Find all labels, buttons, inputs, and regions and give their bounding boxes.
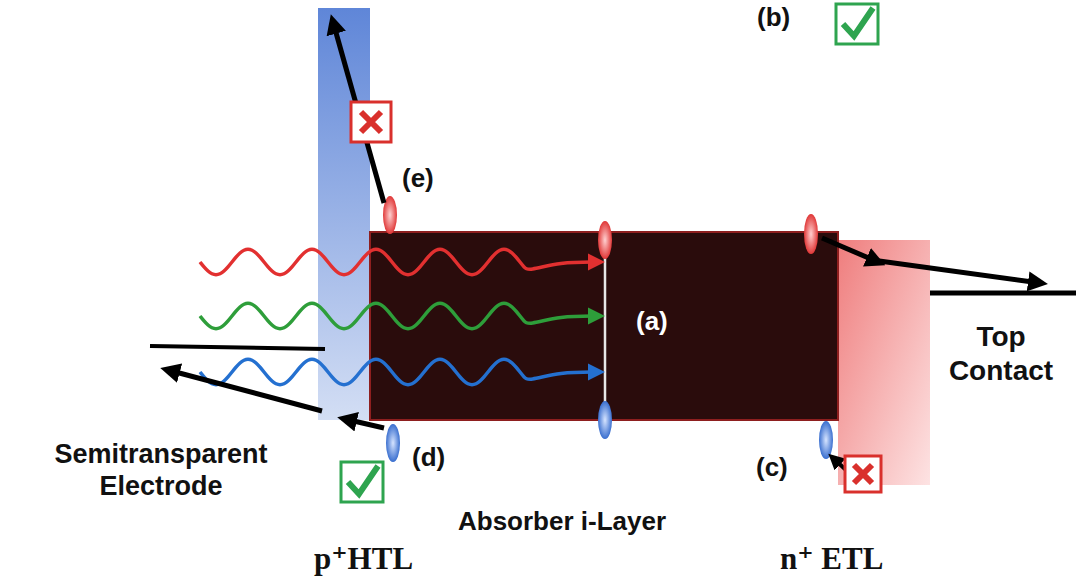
contact-line <box>930 291 1076 296</box>
check-mark <box>341 462 383 502</box>
cross-symbol <box>854 465 872 483</box>
callout-letter: (c) <box>756 452 788 483</box>
path-arrow <box>872 260 1040 283</box>
check-mark <box>836 4 878 44</box>
cross-mark <box>845 456 881 492</box>
callout-letter: (a) <box>636 306 668 337</box>
electrode-label: Semitransparent Electrode <box>6 438 316 503</box>
check-box <box>341 462 383 502</box>
hole <box>598 401 612 439</box>
etl-layer <box>838 240 930 485</box>
layer-label: n⁺ ETL <box>780 540 883 577</box>
path-arrow <box>168 370 322 411</box>
check-symbol <box>843 8 873 36</box>
cross-symbol <box>361 112 381 132</box>
layer-label: Absorber i-Layer <box>458 506 666 537</box>
cross-box <box>351 102 391 142</box>
layer-label: p⁺HTL <box>314 540 413 577</box>
cross-box <box>845 456 881 492</box>
light-wave <box>200 303 598 328</box>
hole <box>386 424 400 462</box>
path-arrow <box>822 238 878 262</box>
electron <box>598 221 612 259</box>
contact-label: Top Contact <box>930 320 1072 387</box>
path-arrow <box>345 419 384 428</box>
transition-line <box>604 242 607 418</box>
callout-letter: (d) <box>412 442 445 473</box>
electron <box>804 214 818 254</box>
hole <box>819 421 833 459</box>
electrode-line <box>150 346 325 349</box>
light-waves <box>200 249 598 384</box>
light-wave <box>200 359 598 384</box>
check-symbol <box>348 466 378 494</box>
absorber-layer <box>370 232 838 420</box>
check-box <box>836 4 878 44</box>
callout-letter: (e) <box>402 163 434 194</box>
callout-letter: (b) <box>757 2 790 33</box>
light-wave <box>200 249 598 274</box>
cross-mark <box>351 102 391 142</box>
